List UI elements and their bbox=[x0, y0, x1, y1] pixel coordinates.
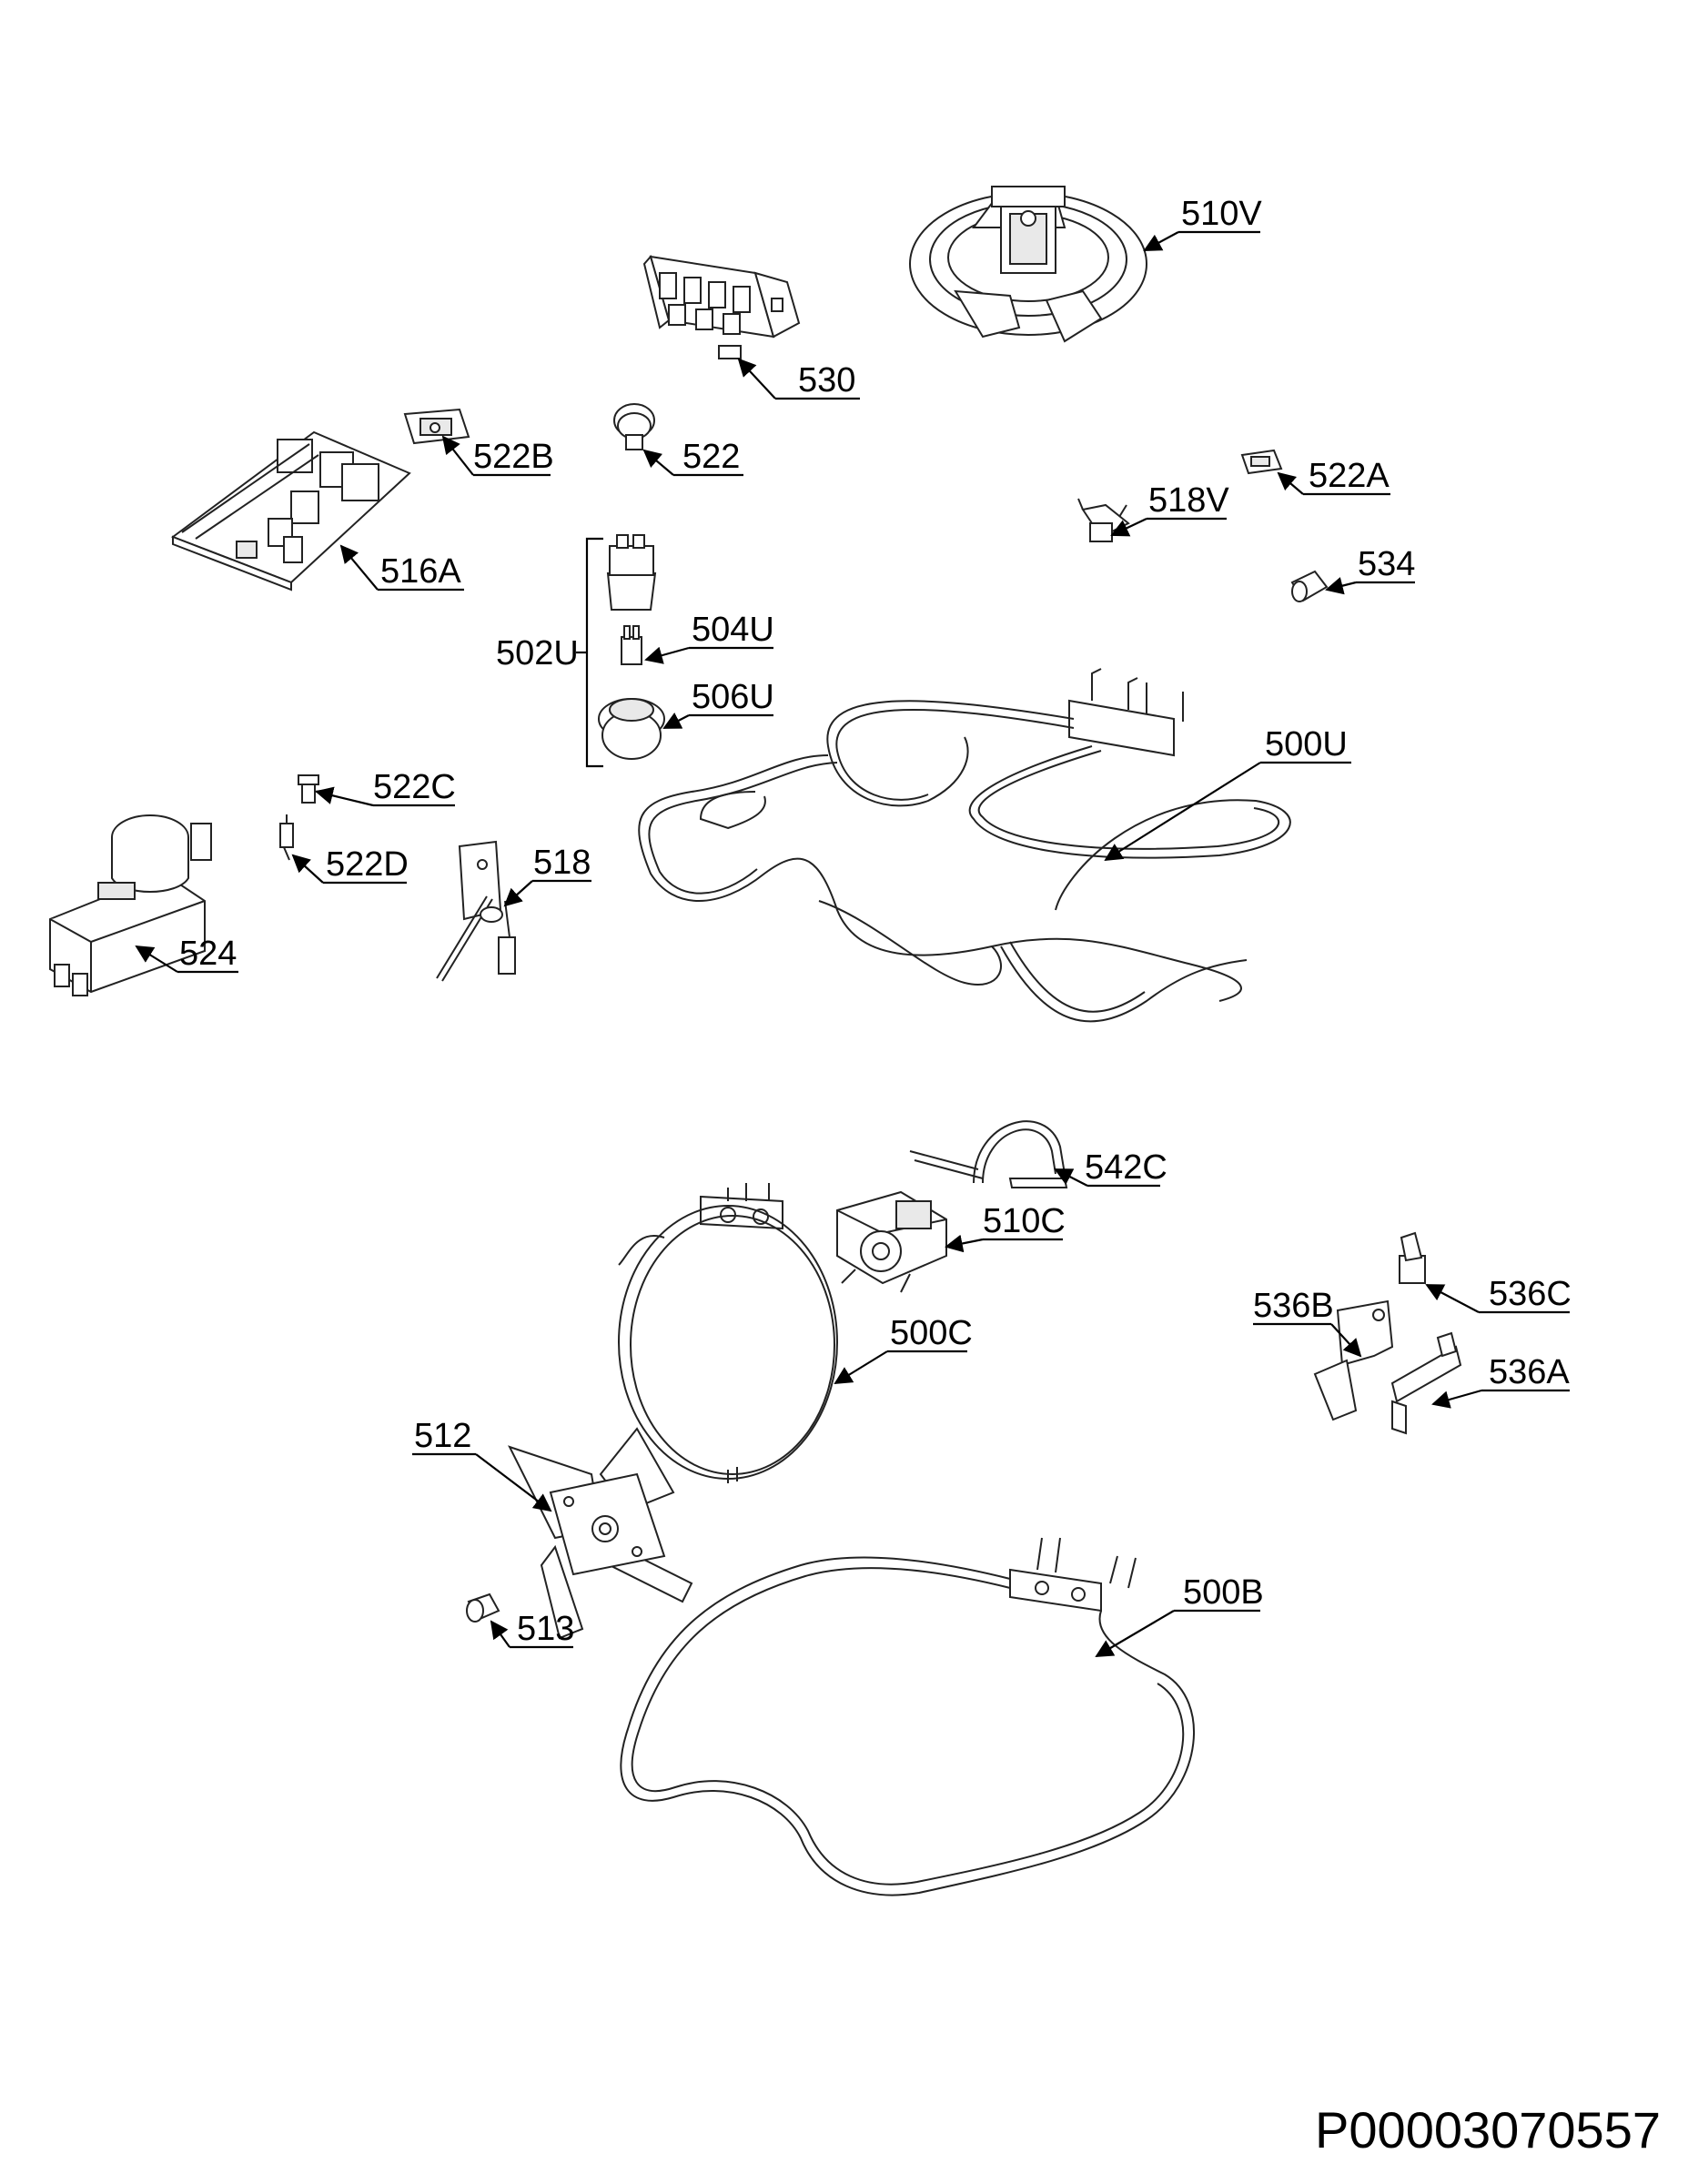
label-522A: 522A bbox=[1309, 457, 1390, 495]
label-510C: 510C bbox=[983, 1202, 1066, 1240]
label-542C: 542C bbox=[1085, 1148, 1167, 1187]
fan-blade-512-drawing bbox=[508, 1427, 693, 1640]
connector-522D-drawing bbox=[279, 814, 294, 861]
label-516A: 516A bbox=[380, 552, 461, 591]
label-522: 522 bbox=[682, 438, 740, 476]
bracket-536A-drawing bbox=[1390, 1331, 1462, 1435]
label-522B: 522B bbox=[473, 438, 554, 476]
bottom-element-500B-drawing bbox=[620, 1537, 1195, 1896]
label-513: 513 bbox=[517, 1610, 574, 1648]
door-lock-524-drawing bbox=[49, 814, 212, 996]
label-522D: 522D bbox=[326, 845, 409, 884]
label-530: 530 bbox=[798, 361, 855, 399]
nut-513-drawing bbox=[466, 1592, 500, 1623]
label-504U: 504U bbox=[692, 611, 774, 649]
bracket-522B-drawing bbox=[403, 408, 470, 445]
circular-element-500C-drawing bbox=[618, 1183, 838, 1483]
label-536C: 536C bbox=[1489, 1275, 1572, 1313]
thermostat-probe-518-drawing bbox=[436, 840, 516, 982]
callout-leaders bbox=[135, 230, 1570, 1658]
label-500C: 500C bbox=[890, 1314, 973, 1352]
control-board-516A-drawing bbox=[170, 430, 411, 592]
label-500U: 500U bbox=[1265, 725, 1348, 763]
label-522C: 522C bbox=[373, 768, 456, 806]
thermostat-518V-drawing bbox=[1077, 498, 1130, 542]
label-506U: 506U bbox=[692, 678, 774, 716]
label-518V: 518V bbox=[1148, 481, 1229, 520]
terminal-block-530-drawing bbox=[642, 254, 801, 359]
knob-534-drawing bbox=[1290, 570, 1329, 602]
label-534: 534 bbox=[1358, 545, 1415, 583]
label-502U: 502U bbox=[496, 634, 579, 672]
label-500B: 500B bbox=[1183, 1573, 1264, 1612]
label-512: 512 bbox=[414, 1417, 471, 1455]
convection-motor-510C-drawing bbox=[836, 1190, 947, 1293]
switch-536C-drawing bbox=[1399, 1231, 1426, 1284]
label-536B: 536B bbox=[1253, 1287, 1334, 1325]
label-536A: 536A bbox=[1489, 1353, 1570, 1391]
fan-motor-assembly-510V-drawing bbox=[909, 186, 1147, 343]
lamp-assembly-502U-drawing bbox=[598, 534, 665, 760]
label-524: 524 bbox=[179, 935, 237, 973]
callout-labels: 510V 530 522B 522 522A 518V 516A 534 502… bbox=[179, 195, 1572, 1648]
document-reference: P00003070557 bbox=[1315, 2101, 1661, 2159]
label-510V: 510V bbox=[1181, 195, 1262, 233]
connector-522C-drawing bbox=[298, 774, 328, 804]
grill-element-500U-drawing bbox=[638, 668, 1291, 1023]
label-518: 518 bbox=[533, 844, 591, 882]
lamp-holder-522-drawing bbox=[613, 403, 655, 450]
clip-542C-drawing bbox=[909, 1120, 1068, 1188]
bracket-522A-drawing bbox=[1240, 449, 1283, 475]
